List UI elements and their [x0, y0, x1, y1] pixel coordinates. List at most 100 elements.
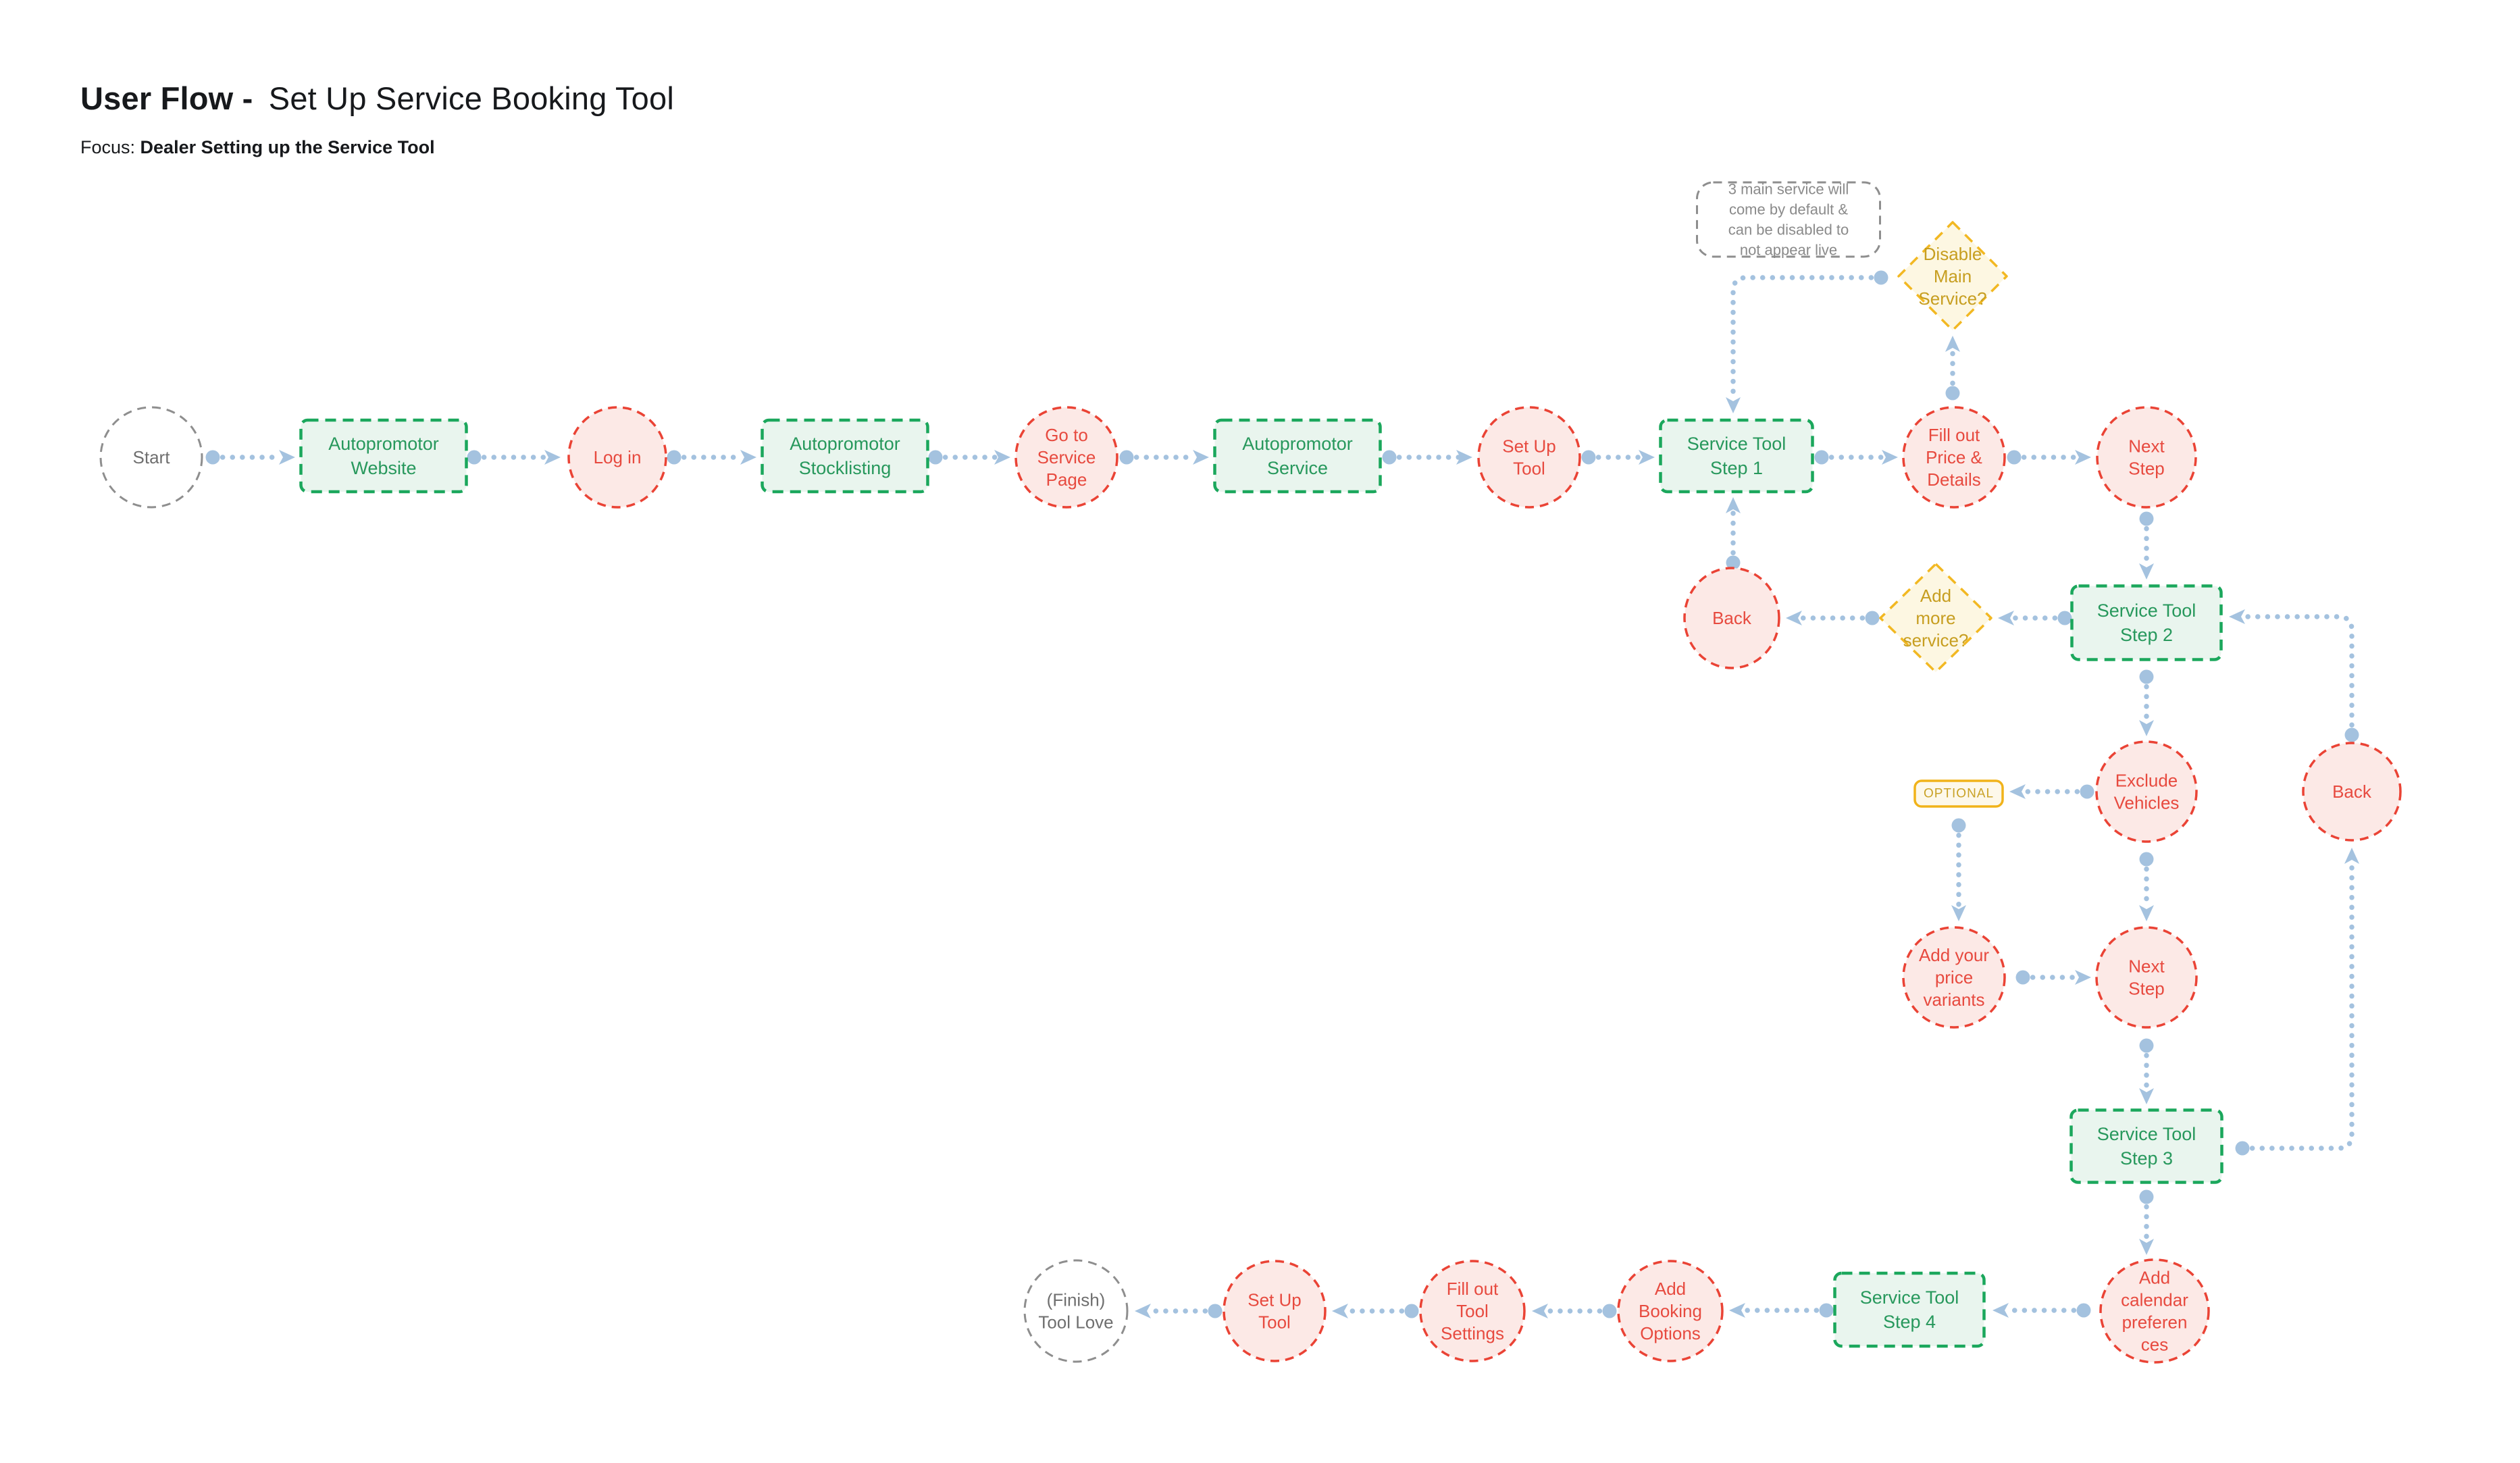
edge-add-booking-options--fill-out-tool-settings: [1532, 1304, 1617, 1318]
back-2-shape[interactable]: [2302, 742, 2402, 842]
service-tool-step-2-shape[interactable]: [2070, 584, 2223, 661]
edge-arrowhead-icon: [1532, 1304, 1548, 1318]
edge-origin-dot: [1726, 555, 1741, 570]
service-tool-step-1-shape[interactable]: [1659, 418, 1814, 494]
add-more-service-shape[interactable]: [1879, 563, 1992, 673]
focus-value: Dealer Setting up the Service Tool: [140, 137, 435, 157]
edge-arrowhead-icon: [1951, 905, 1966, 921]
edge-autopromotor-service--set-up-tool-1: [1382, 450, 1472, 465]
edge-origin-dot: [2344, 727, 2359, 742]
focus-label: Focus:: [80, 137, 136, 157]
node-back-2[interactable]: Back: [2302, 742, 2402, 842]
edge-autopromotor-stocklisting--go-to-service-page: [928, 450, 1010, 465]
add-your-price-variants-shape[interactable]: [1902, 926, 2006, 1029]
edge-arrowhead-icon: [2075, 450, 2091, 465]
edge-arrowhead-icon: [2075, 970, 2091, 985]
edge-service-tool-step-3--add-calendar-preferences: [2139, 1189, 2154, 1255]
edge-origin-dot: [2057, 611, 2072, 625]
page-title-main: Set Up Service Booking Tool: [268, 80, 674, 116]
edge-arrowhead-icon: [994, 450, 1010, 465]
start-shape[interactable]: [99, 406, 203, 509]
go-to-service-page-shape[interactable]: [1014, 406, 1118, 509]
edge-start--autopromotor-website: [205, 450, 295, 465]
log-in-shape[interactable]: [567, 406, 667, 509]
back-1-shape[interactable]: [1683, 567, 1780, 669]
edge-add-your-price-variants--next-step-2: [2015, 970, 2091, 985]
node-start[interactable]: Start: [99, 406, 203, 509]
fill-out-tool-settings-shape[interactable]: [1419, 1260, 1526, 1362]
edge-origin-dot: [2235, 1141, 2250, 1156]
default-services-note-shape[interactable]: [1696, 181, 1881, 258]
node-finish[interactable]: (Finish)Tool Love: [1023, 1259, 1129, 1363]
service-tool-step-4-shape[interactable]: [1833, 1271, 1986, 1348]
edge-origin-dot: [467, 450, 482, 465]
finish-shape[interactable]: [1023, 1259, 1129, 1363]
edge-arrowhead-icon: [2139, 720, 2154, 736]
edge-set-up-tool-1--service-tool-step-1: [1581, 450, 1655, 465]
edge-origin-dot: [2139, 852, 2154, 867]
edge-disable-main-service--service-tool-step-1: [1726, 270, 1888, 413]
set-up-tool-2-shape[interactable]: [1223, 1260, 1327, 1362]
add-calendar-preferences-shape[interactable]: [2099, 1258, 2210, 1364]
next-step-2-shape[interactable]: [2095, 926, 2198, 1029]
edge-back-1--service-tool-step-1: [1726, 497, 1741, 570]
edge-arrowhead-icon: [2139, 1088, 2154, 1104]
exclude-vehicles-shape[interactable]: [2095, 740, 2198, 843]
node-label: Start: [133, 447, 171, 467]
node-label: Back: [2332, 781, 2372, 802]
edge-fill-out-price-details--disable-main-service: [1945, 336, 1960, 401]
edge-origin-dot: [2007, 450, 2022, 465]
disable-main-service-shape[interactable]: [1897, 221, 2008, 332]
edge-next-step-2--service-tool-step-3: [2139, 1038, 2154, 1104]
autopromotor-service-shape[interactable]: [1213, 418, 1382, 494]
service-tool-step-3-shape[interactable]: [2069, 1108, 2223, 1184]
autopromotor-website-shape[interactable]: [299, 418, 468, 494]
edge-fill-out-tool-settings--set-up-tool-2: [1332, 1304, 1419, 1318]
node-back-1[interactable]: Back: [1683, 567, 1780, 669]
edge-arrowhead-icon: [1135, 1304, 1151, 1318]
fill-out-price-details-shape[interactable]: [1902, 406, 2006, 509]
set-up-tool-1-shape[interactable]: [1477, 406, 1581, 509]
next-step-1-shape[interactable]: [2096, 406, 2197, 509]
node-log-in[interactable]: Log in: [567, 406, 667, 509]
add-booking-options-shape[interactable]: [1617, 1260, 1724, 1362]
optional-tag-shape[interactable]: [1913, 779, 2004, 808]
edge-arrowhead-icon: [1639, 450, 1655, 465]
edge-origin-dot: [1382, 450, 1397, 465]
edge-origin-dot: [1602, 1304, 1617, 1318]
autopromotor-stocklisting-shape[interactable]: [761, 418, 929, 494]
node-optional-tag[interactable]: OPTIONAL: [1913, 779, 2004, 808]
